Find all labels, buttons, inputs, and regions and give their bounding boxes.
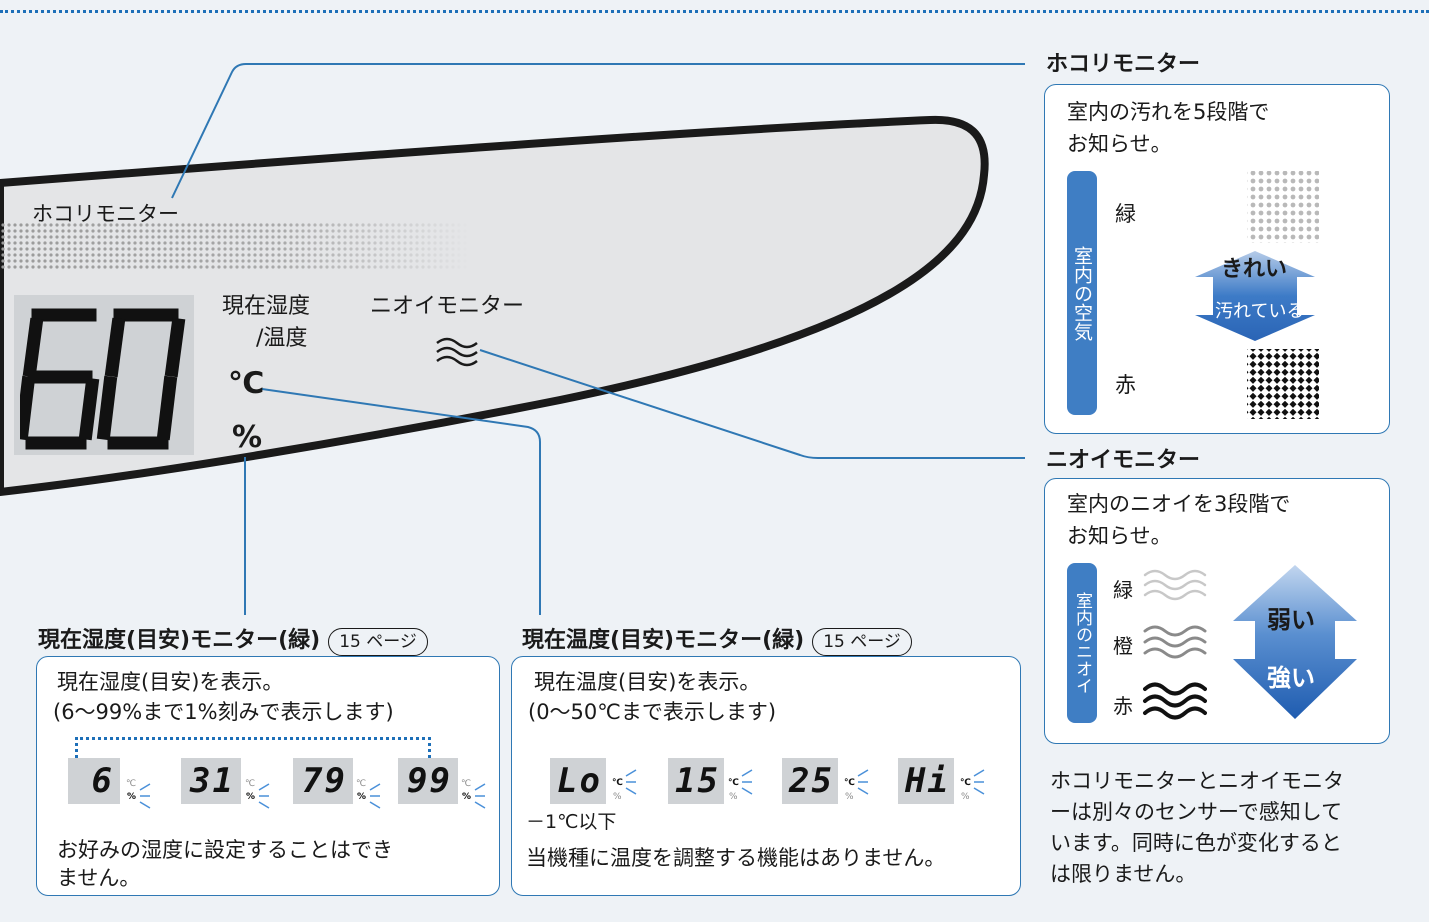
footnote-line-4: は限りません。 bbox=[1050, 862, 1197, 886]
humidity-desc-2: (6～99%まで1%刻みで表示します) bbox=[53, 700, 394, 724]
panel-humidity-label-1: 現在湿度 bbox=[222, 294, 311, 319]
footnote-line-3: います。同時に色が変化すると bbox=[1050, 831, 1342, 855]
panel-unit-percent: % bbox=[232, 420, 263, 455]
temperature-ex1-unit-c: ℃ bbox=[612, 778, 623, 788]
temperature-monitor-heading: 現在温度(目安)モニター(緑) 15 ページ bbox=[522, 622, 912, 656]
temperature-ex2-unit-pct: % bbox=[729, 792, 738, 802]
dust-desc-1: 室内の汚れを5段階で bbox=[1067, 100, 1270, 124]
odor-arrow-weak: 弱い bbox=[1267, 606, 1315, 634]
odor-arrow-strong: 強い bbox=[1267, 664, 1315, 692]
humidity-ex2-unit-c: ℃ bbox=[245, 779, 256, 789]
humidity-ex1-unit-pct: % bbox=[127, 792, 137, 802]
humidity-ex4-unit-pct: % bbox=[462, 792, 472, 802]
dust-arrow-clean: きれい bbox=[1221, 257, 1288, 282]
dust-side-label: 室内の空気 bbox=[1067, 171, 1097, 415]
temperature-ex4-unit-pct: % bbox=[961, 792, 970, 802]
humidity-ex2-unit-pct: % bbox=[246, 792, 256, 802]
temperature-example-3: 25 bbox=[782, 758, 838, 804]
temperature-ex4-unit-c: ℃ bbox=[960, 778, 971, 788]
humidity-example-1: 6 bbox=[68, 758, 120, 804]
temperature-ex3-unit-pct: % bbox=[845, 792, 854, 802]
panel-unit-celsius: ℃ bbox=[228, 366, 265, 401]
humidity-ex4-unit-c: ℃ bbox=[461, 779, 472, 789]
temperature-ex3-unit-c: ℃ bbox=[844, 778, 855, 788]
dust-desc-2: お知らせ。 bbox=[1067, 132, 1172, 156]
humidity-page-ref[interactable]: 15 ページ bbox=[328, 628, 428, 656]
humidity-range-bracket bbox=[75, 737, 431, 758]
odor-wave-icon bbox=[436, 337, 478, 367]
temperature-example-4: Hi bbox=[898, 758, 954, 804]
humidity-lcd-digits-60 bbox=[20, 308, 186, 450]
panel-odor-label: ニオイモニター bbox=[370, 294, 525, 319]
humidity-example-3: 79 bbox=[293, 758, 353, 804]
odor-desc-1: 室内のニオイを3段階で bbox=[1067, 492, 1291, 516]
dust-monitor-title: ホコリモニター bbox=[1046, 52, 1201, 77]
odor-wave-levels-icon bbox=[1143, 569, 1207, 720]
dust-green-label: 緑 bbox=[1115, 202, 1136, 226]
temperature-ex1-unit-pct: % bbox=[613, 792, 622, 802]
humidity-example-4: 99 bbox=[398, 758, 458, 804]
humidity-monitor-title: 現在湿度(目安)モニター(緑) bbox=[38, 628, 321, 653]
odor-desc-2: お知らせ。 bbox=[1067, 524, 1172, 548]
temperature-desc-2: (0～50℃まで表示します) bbox=[528, 700, 777, 724]
odor-green-label: 緑 bbox=[1113, 578, 1133, 602]
humidity-note-2: ません。 bbox=[57, 866, 141, 890]
odor-monitor-box: 室内のニオイを3段階で お知らせ。 室内のニオイ 緑 橙 赤 弱い 強い bbox=[1044, 478, 1390, 744]
top-dotted-rule bbox=[0, 10, 1429, 13]
odor-side-label: 室内のニオイ bbox=[1067, 563, 1097, 723]
dust-arrow-dirty: 汚れている bbox=[1215, 301, 1305, 322]
dust-monitor-box: 室内の汚れを5段階で お知らせ。 室内の空気 緑 赤 きれい 汚れている bbox=[1044, 84, 1390, 434]
footnote-line-1: ホコリモニターとニオイモニタ bbox=[1050, 769, 1344, 793]
odor-orange-label: 橙 bbox=[1113, 634, 1133, 658]
temperature-desc-1: 現在温度(目安)を表示。 bbox=[534, 670, 761, 694]
panel-dust-label: ホコリモニター bbox=[32, 202, 179, 226]
humidity-note-1: お好みの湿度に設定することはでき bbox=[57, 838, 393, 862]
humidity-example-2: 31 bbox=[181, 758, 241, 804]
dust-level-graphic bbox=[1195, 171, 1319, 419]
temperature-page-ref[interactable]: 15 ページ bbox=[812, 628, 912, 656]
temperature-example-2: 15 bbox=[668, 758, 724, 804]
temperature-example-1: Lo bbox=[550, 758, 606, 804]
footnote-line-2: ーは別々のセンサーで感知して bbox=[1050, 800, 1343, 824]
temperature-monitor-title: 現在温度(目安)モニター(緑) bbox=[522, 628, 805, 653]
humidity-monitor-heading: 現在湿度(目安)モニター(緑) 15 ページ bbox=[38, 622, 428, 656]
panel-humidity-label-2: /温度 bbox=[256, 326, 308, 351]
humidity-ex1-unit-c: ℃ bbox=[126, 779, 137, 789]
humidity-ex3-unit-c: ℃ bbox=[356, 779, 367, 789]
temperature-below-note: －1℃以下 bbox=[526, 811, 617, 833]
humidity-desc-1: 現在湿度(目安)を表示。 bbox=[57, 670, 284, 694]
temperature-note: 当機種に温度を調整する機能はありません。 bbox=[526, 846, 946, 870]
temperature-ex2-unit-c: ℃ bbox=[728, 778, 739, 788]
odor-red-label: 赤 bbox=[1113, 694, 1133, 718]
odor-level-arrow bbox=[1233, 565, 1357, 719]
odor-monitor-title: ニオイモニター bbox=[1046, 448, 1201, 473]
humidity-ex3-unit-pct: % bbox=[357, 792, 367, 802]
dust-red-label: 赤 bbox=[1115, 373, 1136, 397]
